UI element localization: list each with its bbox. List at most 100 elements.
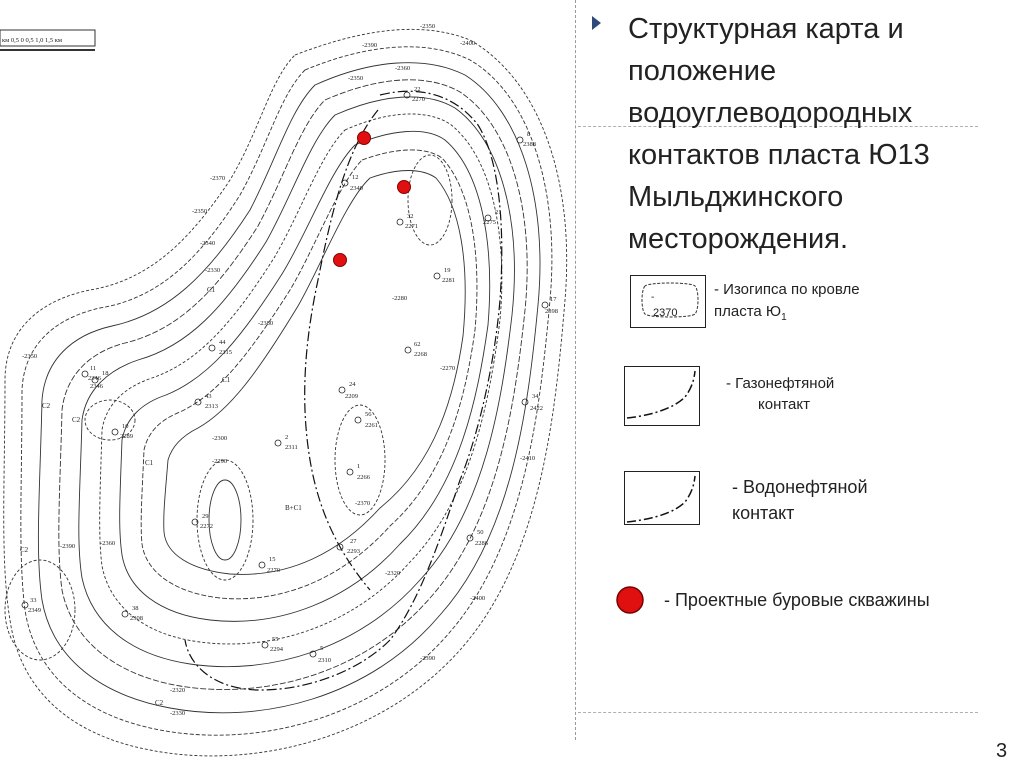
svg-text:2281: 2281 — [442, 277, 455, 284]
legend-isohypse-label-1: - Изогипса по кровле — [714, 281, 860, 298]
svg-text:2275: 2275 — [483, 219, 496, 226]
legend-gas-oil-label-2: контакт — [758, 396, 811, 413]
contour-label: -2410 — [520, 455, 535, 462]
svg-text:43: 43 — [205, 393, 212, 400]
svg-text:2272: 2272 — [200, 523, 213, 530]
legend-gas-oil-box — [624, 366, 700, 426]
svg-text:55: 55 — [272, 636, 279, 643]
svg-text:2346: 2346 — [88, 375, 102, 382]
project-wells — [333, 131, 411, 267]
well-marker: 22 2270 — [403, 86, 425, 103]
svg-text:2311: 2311 — [285, 444, 298, 451]
svg-text:8: 8 — [527, 131, 530, 138]
zone-label: C1 — [207, 286, 216, 294]
svg-text:10: 10 — [122, 423, 129, 430]
svg-text:50: 50 — [477, 529, 484, 536]
well-marker: 38 2308 — [121, 605, 143, 622]
contour-label: -2300 — [212, 435, 227, 442]
svg-text:2270: 2270 — [412, 96, 425, 103]
isohypse-subscript: 1 — [781, 312, 787, 323]
map-scale-bar: км 0,5 0 0,5 1,0 1,5 км — [0, 29, 96, 51]
svg-text:17: 17 — [550, 296, 557, 303]
contour-label: -2280 — [392, 295, 407, 302]
svg-text:22: 22 — [414, 86, 421, 93]
contour-label: -2390 — [362, 42, 377, 49]
isohypse-label-text: пласта Ю — [714, 303, 782, 320]
well-marker: 8 2388 — [516, 131, 536, 148]
svg-text:2310: 2310 — [318, 657, 331, 664]
svg-text:2289: 2289 — [120, 433, 133, 440]
svg-text:15: 15 — [269, 556, 276, 563]
svg-text:38: 38 — [132, 605, 139, 612]
contour-label: -2400 — [470, 595, 485, 602]
divider-horizontal-bottom — [578, 712, 978, 713]
legend-water-oil-box — [624, 471, 700, 525]
legend-well-icon — [616, 586, 644, 614]
contour-label: -2330 — [170, 710, 185, 717]
svg-text:32: 32 — [407, 213, 414, 220]
zone-label: C1 — [145, 459, 154, 467]
page-number: 3 — [996, 740, 1008, 762]
svg-text:56: 56 — [365, 411, 372, 418]
contour-label: -2380 — [258, 320, 273, 327]
inner-closures — [4, 154, 453, 661]
svg-text:2271: 2271 — [405, 223, 418, 230]
svg-text:2388: 2388 — [523, 141, 536, 148]
legend-isohypse-label-2: пласта Ю1 — [714, 302, 787, 328]
contour-label: -2350 — [22, 353, 37, 360]
contour-label: -2340 — [200, 240, 215, 247]
contour-label: -2360 — [395, 65, 410, 72]
contour-label: -2330 — [205, 267, 220, 274]
contour-label: -2400 — [460, 40, 475, 47]
contour-label: -2320 — [170, 687, 185, 694]
svg-text:2270: 2270 — [267, 567, 280, 574]
well-marker: 32 2271 — [396, 213, 418, 230]
well-marker: 5 2310 — [309, 645, 331, 664]
svg-text:1: 1 — [357, 463, 360, 470]
svg-text:2308: 2308 — [130, 615, 143, 622]
svg-text:2286: 2286 — [475, 540, 489, 547]
svg-text:34: 34 — [532, 393, 539, 400]
zone-label: C1 — [222, 376, 231, 384]
svg-text:2313: 2313 — [205, 403, 218, 410]
svg-text:2349: 2349 — [28, 607, 41, 614]
zone-label: C2 — [20, 546, 29, 554]
svg-text:5: 5 — [320, 645, 323, 652]
legend-wells-label: - Проектные буровые скважины — [664, 590, 930, 610]
svg-text:33: 33 — [30, 597, 37, 604]
isohypse-dash: - — [651, 292, 655, 303]
well-marker: 50 2286 — [466, 529, 489, 547]
svg-text:2294: 2294 — [270, 646, 284, 653]
legend-isohypse-box: - 2370 — [630, 275, 706, 328]
contour-label: -2370 — [210, 175, 225, 182]
contour-label: -2360 — [100, 540, 115, 547]
svg-text:2209: 2209 — [345, 393, 358, 400]
well-marker: 43 2313 — [194, 393, 218, 410]
legend-water-oil-label-2: контакт — [732, 503, 795, 523]
well-marker: 17 2398 — [541, 296, 558, 315]
svg-text:2268: 2268 — [414, 351, 427, 358]
zone-label: C2 — [72, 416, 81, 424]
scale-label: км 0,5 0 0,5 1,0 1,5 км — [2, 37, 62, 44]
svg-text:2398: 2398 — [545, 308, 558, 315]
contour-labels: -2390 -2350 -2400 -2370 -2350 -2340 -233… — [22, 23, 535, 717]
well-marker: 33 2349 — [21, 597, 41, 614]
zone-label: B+C1 — [285, 504, 302, 512]
contour-label: -2270 — [440, 365, 455, 372]
structural-map: км 0,5 0 0,5 1,0 1,5 км -2390 -2350 -240… — [0, 23, 568, 757]
well-marker: 10 2289 — [111, 423, 133, 440]
svg-text:19: 19 — [444, 267, 451, 274]
well-marker: 55 2294 — [261, 636, 284, 653]
svg-text:62: 62 — [414, 341, 421, 348]
isohypse-contours — [3, 28, 568, 757]
svg-text:2346: 2346 — [90, 383, 104, 390]
zone-labels: C1 C1 C2 C2 C2 B+C1 C2 C1 — [20, 286, 302, 707]
